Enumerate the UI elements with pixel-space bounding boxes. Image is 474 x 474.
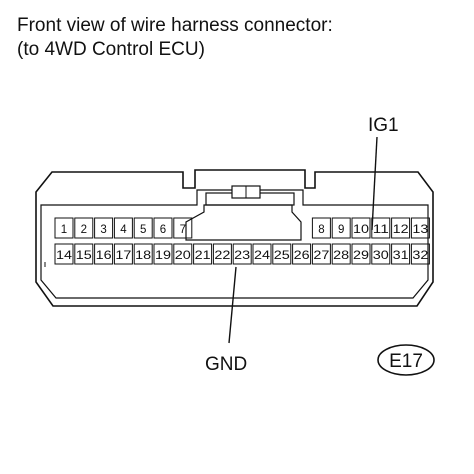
ig1-leader-line xyxy=(371,136,378,231)
pin-cavity-3 xyxy=(94,217,114,239)
pin-number-2: 2 xyxy=(81,224,87,236)
pin-cavity-23 xyxy=(232,243,252,265)
pin-cavity-13 xyxy=(410,217,430,239)
pin-cavity-8 xyxy=(311,217,331,239)
pin-number-15: 15 xyxy=(76,250,92,262)
pin-cavity-28 xyxy=(331,243,351,265)
ig1-label: IG1 xyxy=(368,115,399,136)
pin-number-11: 11 xyxy=(373,224,389,236)
pin-number-25: 25 xyxy=(274,250,290,262)
gnd-leader-line xyxy=(228,266,237,344)
pin-number-30: 30 xyxy=(373,250,389,262)
pin-number-9: 9 xyxy=(338,224,344,236)
pin-number-27: 27 xyxy=(313,250,329,262)
connector-face xyxy=(40,189,429,299)
pin-number-3: 3 xyxy=(100,224,106,236)
pin-cavity-16 xyxy=(94,243,114,265)
pin-cavity-25 xyxy=(272,243,292,265)
pin-number-13: 13 xyxy=(412,224,428,236)
pin-cavity-18 xyxy=(133,243,153,265)
pin-number-14: 14 xyxy=(56,250,73,262)
pin-cavity-27 xyxy=(311,243,331,265)
pin-cavity-20 xyxy=(173,243,193,265)
pin-number-32: 32 xyxy=(412,250,428,262)
pin-number-28: 28 xyxy=(333,250,349,262)
pin-number-12: 12 xyxy=(393,224,409,236)
pin-number-29: 29 xyxy=(353,250,369,262)
pin-number-10: 10 xyxy=(353,224,369,236)
pin-number-8: 8 xyxy=(318,224,324,236)
pin-cavity-6 xyxy=(153,217,173,239)
pin-cavity-29 xyxy=(351,243,371,265)
title-line-1: Front view of wire harness connector: xyxy=(17,15,333,36)
pin-cavity-19 xyxy=(153,243,173,265)
pin-number-7: 7 xyxy=(180,224,186,236)
key-slot xyxy=(185,204,302,241)
pin-number-21: 21 xyxy=(195,250,211,262)
pin-number-20: 20 xyxy=(175,250,191,262)
pin-number-16: 16 xyxy=(96,250,112,262)
pin-cavity-10 xyxy=(351,217,371,239)
pin-cavity-17 xyxy=(113,243,133,265)
pin-cavity-26 xyxy=(292,243,312,265)
pin-cavity-9 xyxy=(331,217,351,239)
pin-number-24: 24 xyxy=(254,250,271,262)
gnd-label: GND xyxy=(205,354,247,375)
pin-cavity-31 xyxy=(391,243,411,265)
pin-cavity-7 xyxy=(173,217,193,239)
diagram-title: Front view of wire harness connector: (t… xyxy=(17,14,333,62)
pin-number-19: 19 xyxy=(155,250,171,262)
pin-number-1: 1 xyxy=(61,224,67,236)
pin-number-22: 22 xyxy=(214,250,230,262)
pin-cavity-30 xyxy=(371,243,391,265)
pin-number-6: 6 xyxy=(160,224,166,236)
pin-cavity-24 xyxy=(252,243,272,265)
pin-cavity-5 xyxy=(133,217,153,239)
pin-cavity-1 xyxy=(54,217,74,239)
pin-cavity-14 xyxy=(54,243,74,265)
pin-number-26: 26 xyxy=(294,250,310,262)
pin-number-23: 23 xyxy=(234,250,250,262)
pin-cavity-2 xyxy=(74,217,94,239)
pin-number-18: 18 xyxy=(135,250,151,262)
pin-cavity-12 xyxy=(391,217,411,239)
connector-housing xyxy=(35,169,434,307)
pin-cavity-4 xyxy=(113,217,133,239)
pin-cavity-15 xyxy=(74,243,94,265)
pin-number-5: 5 xyxy=(140,224,146,236)
pin-cavity-32 xyxy=(410,243,430,265)
pin-cavity-21 xyxy=(193,243,213,265)
pin-number-17: 17 xyxy=(115,250,131,262)
connector-code: E17 xyxy=(389,351,423,372)
title-line-2: (to 4WD Control ECU) xyxy=(17,39,205,60)
pin-number-31: 31 xyxy=(393,250,409,262)
pin-cavity-22 xyxy=(212,243,232,265)
pin-number-4: 4 xyxy=(120,224,127,236)
connector-code-badge xyxy=(377,344,435,376)
